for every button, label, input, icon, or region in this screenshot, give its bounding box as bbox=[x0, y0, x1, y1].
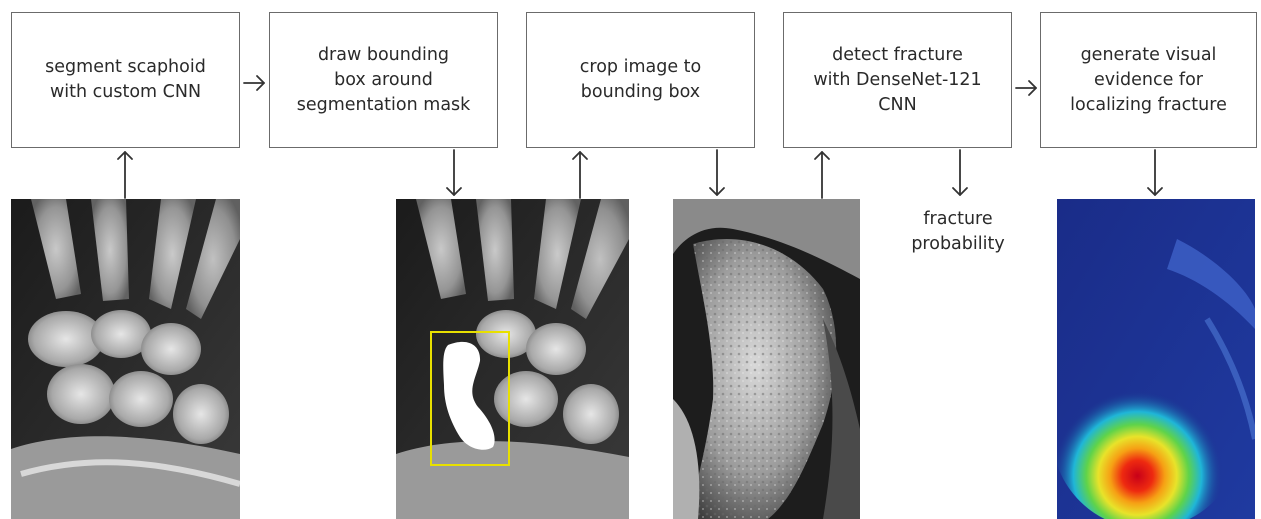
connector-arrows bbox=[0, 0, 1261, 519]
pipeline-diagram: segment scaphoid with custom CNN draw bo… bbox=[0, 0, 1261, 519]
